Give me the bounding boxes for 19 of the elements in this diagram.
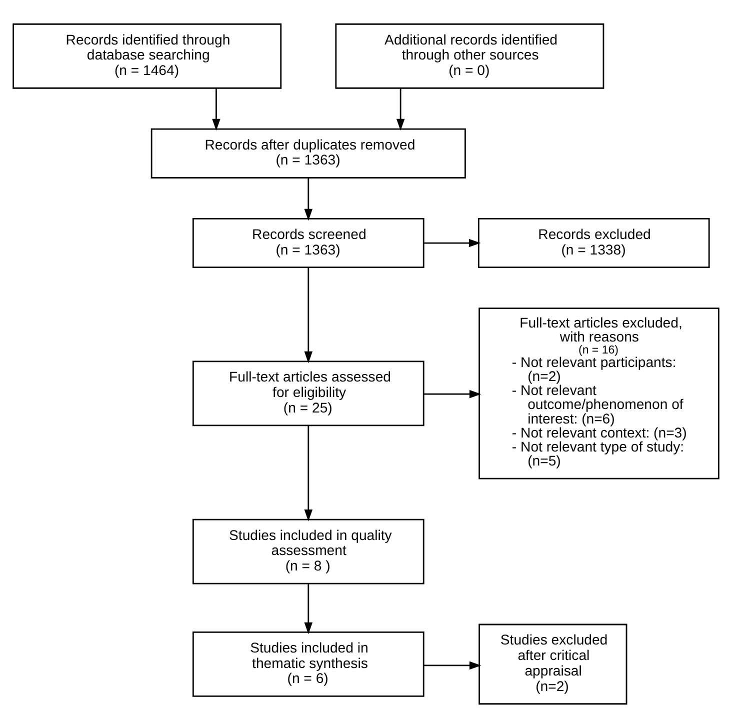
arrow — [424, 390, 482, 398]
arrow — [424, 238, 481, 248]
arrow — [304, 426, 313, 522]
node-box: Studies included in quality assessment (n = 8 ) — [192, 518, 424, 584]
node-box: Additional records identified through other sources (n = 0) — [335, 23, 604, 89]
arrow — [212, 88, 220, 131]
node-box: Full-text articles excluded, with reasons (n = 16) - Not relevant participants: (n=2) - Not relevant outcome/phenomenon of interest: (n=6) - Not relevant context: (n=3) - Not relevant type of study: (n=5) — [478, 308, 720, 480]
node-box: Full-text articles assessed for eligibility (n = 25) — [192, 360, 424, 426]
arrow — [304, 178, 313, 221]
node-box: Studies included in thematic synthesis (n = 6) — [192, 631, 424, 697]
arrow — [304, 268, 313, 364]
node-box: Records after duplicates removed (n = 1363) — [150, 128, 466, 178]
node-box: Records identified through database searching (n = 1464) — [12, 23, 282, 89]
node-box: Records screened (n = 1363) — [192, 218, 424, 268]
node-box: Records excluded (n = 1338) — [478, 218, 710, 268]
node-box: Studies excluded after critical appraisal (n=2) — [478, 624, 628, 705]
arrow — [396, 88, 405, 131]
arrow — [304, 584, 313, 634]
arrow — [424, 661, 482, 670]
